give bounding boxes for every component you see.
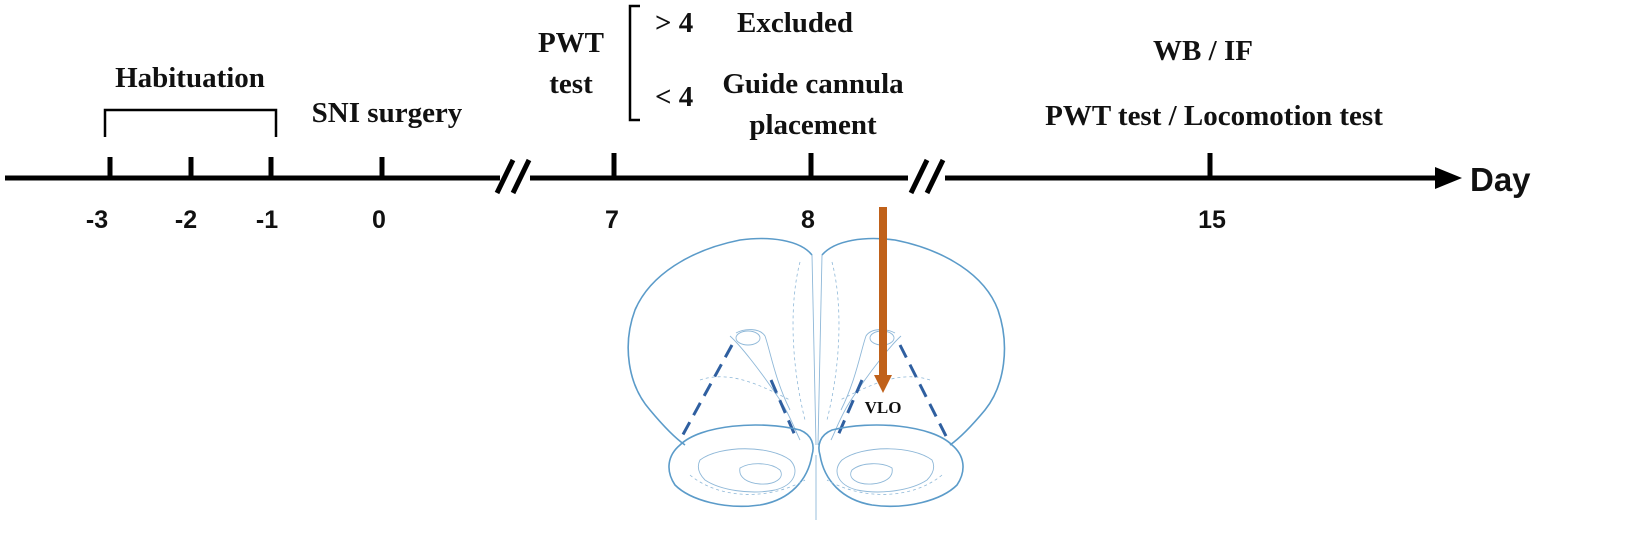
vlo-target-label: VLO: [865, 398, 902, 417]
tick-label-7: 7: [605, 206, 619, 234]
final-event-line1: WB / IF: [1153, 35, 1253, 67]
branch-high-label: Excluded: [737, 7, 853, 39]
tick-label-8: 8: [801, 206, 815, 234]
branch-high-sign: > 4: [655, 7, 693, 39]
tick-label-minus2: -2: [175, 206, 197, 234]
final-event-line2: PWT test / Locomotion test: [1045, 100, 1383, 132]
branch-low-label-line1: Guide cannula: [722, 68, 904, 100]
branch-low-label-line2: placement: [749, 109, 877, 141]
decision-bracket: [628, 4, 640, 122]
timeline-arrowhead: [1435, 167, 1462, 189]
brain-section-illustration: [627, 237, 1006, 520]
sni-surgery-label: SNI surgery: [312, 97, 463, 129]
habituation-label: Habituation: [115, 62, 265, 94]
cannula-arrow: [874, 207, 892, 393]
tick-label-minus3: -3: [86, 206, 108, 234]
pwt-test-label-line1: PWT: [538, 27, 604, 59]
axis-label-day: Day: [1470, 161, 1531, 198]
branch-low-sign: < 4: [655, 81, 693, 113]
habituation-bracket: [103, 108, 278, 137]
axis-break-2: [908, 158, 946, 195]
tick-label-15: 15: [1198, 206, 1226, 234]
axis-break-1: [494, 158, 532, 195]
pwt-test-label-line2: test: [549, 68, 593, 100]
tick-label-0: 0: [372, 206, 386, 234]
tick-label-minus1: -1: [256, 206, 278, 234]
